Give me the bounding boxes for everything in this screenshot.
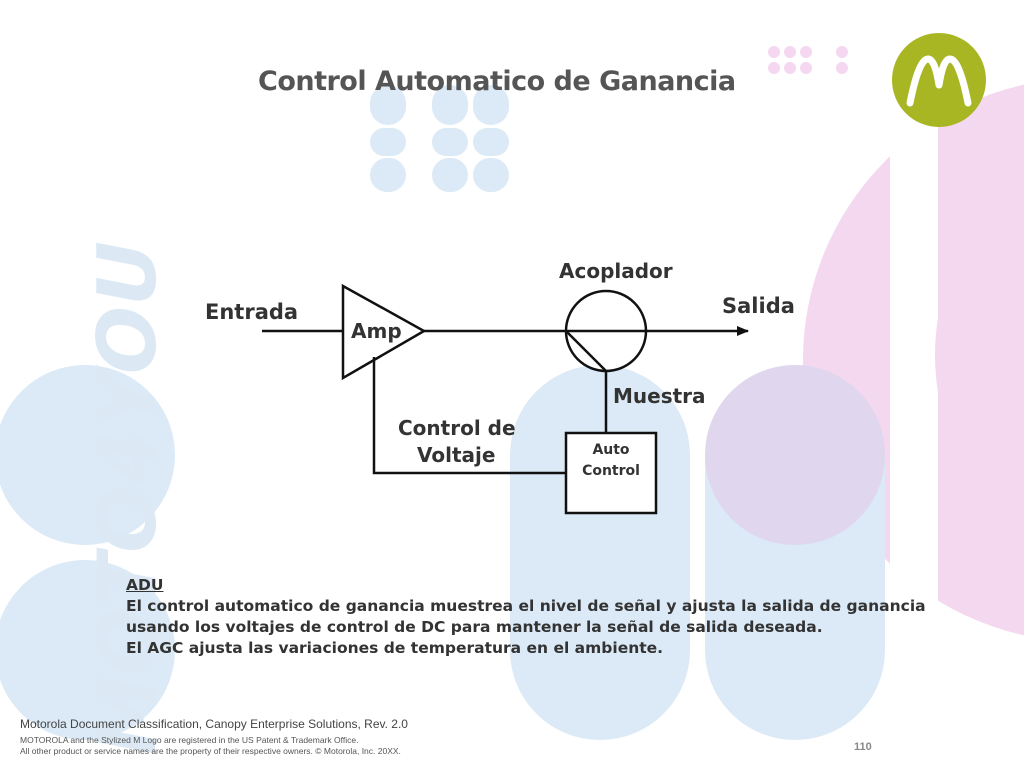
auto-control-box xyxy=(564,431,658,515)
coupler-sample-line xyxy=(565,330,607,372)
sample-label: Muestra xyxy=(613,384,706,408)
footer-trademark-line1: MOTOROLA and the Stylized M Logo are reg… xyxy=(20,735,359,745)
footer-trademark-line2: All other product or service names are t… xyxy=(20,746,401,756)
amplifier-triangle xyxy=(341,283,427,381)
motorola-logo xyxy=(892,33,986,127)
description-line: El control automatico de ganancia muestr… xyxy=(126,597,926,615)
pink-dot-pattern xyxy=(768,46,848,74)
slide-title: Control Automatico de Ganancia xyxy=(258,66,736,97)
auto-control-label: Auto Control xyxy=(566,440,656,482)
input-label: Entrada xyxy=(205,300,299,324)
voltage-control-feedback-line xyxy=(372,357,566,475)
auto-control-label-line1: Auto xyxy=(592,442,630,458)
amp-label: Amp xyxy=(351,319,402,343)
overlap-circle xyxy=(705,365,885,545)
page-number: 110 xyxy=(854,741,872,753)
description-block: ADU El control automatico de ganancia mu… xyxy=(126,575,926,659)
pink-arc-gap xyxy=(890,0,938,768)
footer-trademark: MOTOROLA and the Stylized M Logo are reg… xyxy=(20,735,401,757)
voltage-control-label-line2: Voltaje xyxy=(417,443,496,467)
description-line: usando los voltajes de control de DC par… xyxy=(126,618,823,636)
footer-classification: Motorola Document Classification, Canopy… xyxy=(20,717,408,731)
pink-arc-inner xyxy=(935,170,1024,540)
motorola-m-icon xyxy=(906,55,972,107)
description-heading: ADU xyxy=(126,576,164,594)
description-line: El AGC ajusta las variaciones de tempera… xyxy=(126,639,664,657)
auto-control-label-line2: Control xyxy=(582,463,640,479)
output-label: Salida xyxy=(722,294,795,318)
voltage-control-label-line1: Control de xyxy=(398,416,516,440)
coupler-label: Acoplador xyxy=(559,259,673,283)
blue-oval-pattern xyxy=(370,85,509,192)
